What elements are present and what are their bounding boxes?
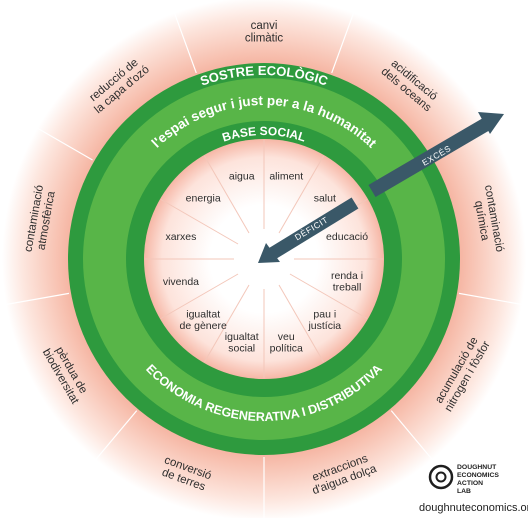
outer-divider [390, 410, 433, 461]
logo-icon [428, 464, 454, 490]
social-dimension-label: educació [326, 231, 368, 243]
outer-divider [36, 127, 93, 161]
inner-divider [289, 273, 368, 319]
inner-divider [160, 199, 239, 245]
social-foundation-title: BASE SOCIAL [220, 124, 307, 145]
logo-line-4: LAB [457, 488, 471, 495]
social-dimension-label: salut [314, 193, 336, 205]
outer-divider [95, 410, 138, 461]
doughnut-economics-logo: DOUGHNUT ECONOMICS ACTION LAB doughnutec… [419, 464, 528, 514]
social-dimension-label: aliment [269, 170, 303, 182]
logo-line-3: ACTION [457, 480, 483, 487]
social-dimension-label: energia [186, 193, 221, 205]
inner-divider [204, 284, 250, 363]
inner-divider [278, 155, 324, 234]
inner-divider [204, 155, 250, 234]
logo-line-1: DOUGHNUT [457, 464, 497, 471]
social-dimension-label: vivenda [163, 276, 199, 288]
social-dimension-label: aigua [229, 170, 255, 182]
social-dimension-label: xarxes [165, 231, 196, 243]
outer-divider [173, 12, 197, 74]
outer-divider [458, 292, 523, 306]
logo-line-2: ECONOMICS [457, 472, 499, 479]
outer-divider [331, 12, 355, 74]
inner-divider [160, 273, 239, 319]
inner-divider [278, 284, 324, 363]
website-url[interactable]: doughnuteconomics.org [419, 502, 528, 514]
outer-divider [5, 292, 70, 306]
